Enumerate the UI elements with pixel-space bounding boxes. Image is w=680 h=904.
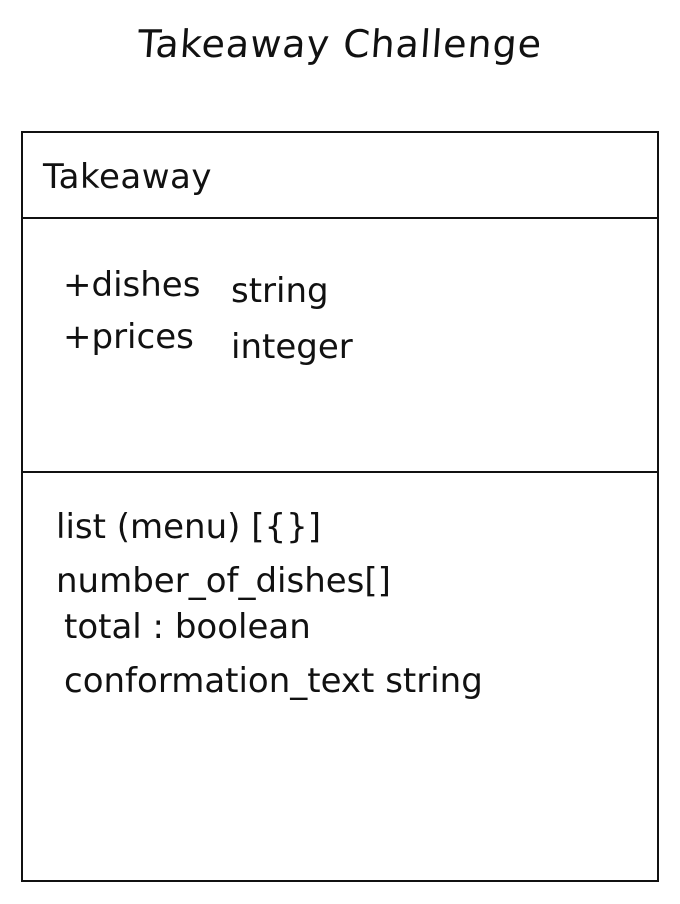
method-row: list (menu) [{}]: [56, 507, 322, 547]
method-row: total : boolean: [64, 607, 311, 647]
diagram-title: Takeaway Challenge: [136, 22, 544, 66]
attribute-name: +dishes: [63, 265, 201, 305]
method-row: number_of_dishes[]: [56, 561, 391, 601]
attribute-type: integer: [231, 327, 353, 367]
name-attributes-divider: [23, 217, 657, 219]
class-name: Takeaway: [43, 157, 212, 197]
attributes-methods-divider: [23, 471, 657, 473]
attribute-row: +prices integer: [63, 317, 353, 367]
attribute-row: +dishes string: [63, 265, 329, 311]
attribute-name: +prices: [63, 317, 194, 357]
attribute-type: string: [231, 271, 329, 311]
uml-class-box: Takeaway +dishes string +prices integer …: [21, 131, 659, 882]
method-row: conformation_text string: [64, 661, 483, 701]
